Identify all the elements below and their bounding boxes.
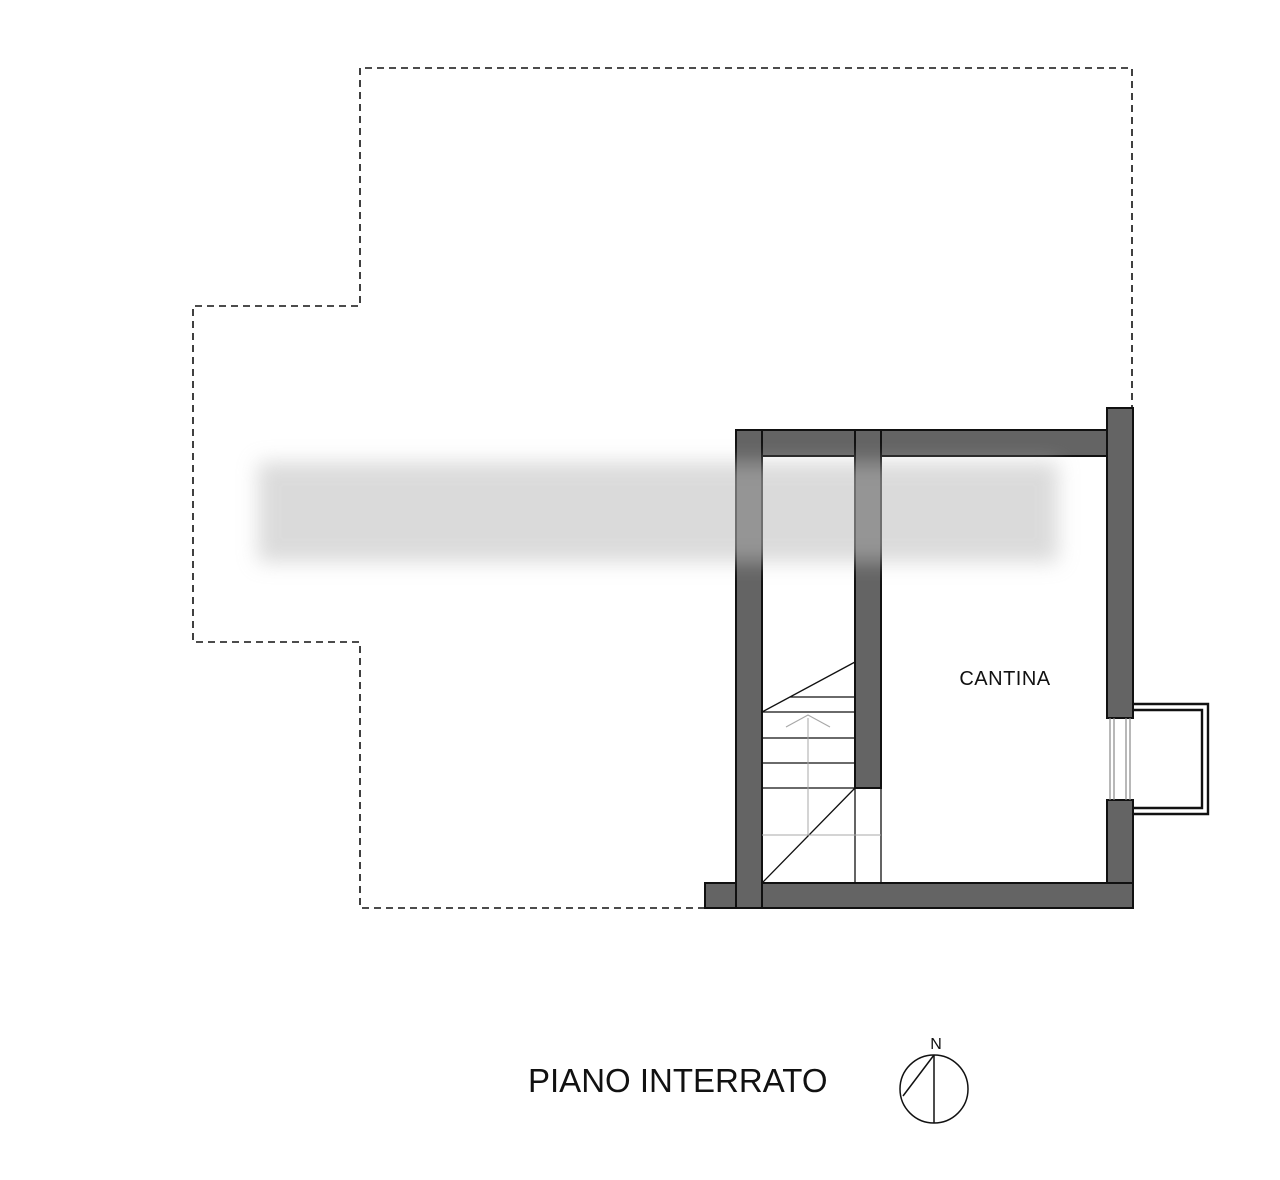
staircase-light-lines xyxy=(762,718,881,836)
wall-top xyxy=(735,429,1108,457)
plan-title: PIANO INTERRATO xyxy=(528,1062,828,1099)
light-well xyxy=(1133,702,1210,816)
north-label: N xyxy=(930,1036,942,1053)
upper-floor-outline-dashed xyxy=(192,67,1133,909)
north-arrow-icon xyxy=(899,1054,969,1124)
wall-bottom xyxy=(704,882,1134,909)
window xyxy=(1109,718,1131,800)
stair-direction-arrow-icon xyxy=(785,714,831,728)
redacted-blur-band xyxy=(258,462,1058,562)
wall-right-upper xyxy=(1106,407,1134,719)
room-label-cantina: CANTINA xyxy=(959,668,1051,690)
